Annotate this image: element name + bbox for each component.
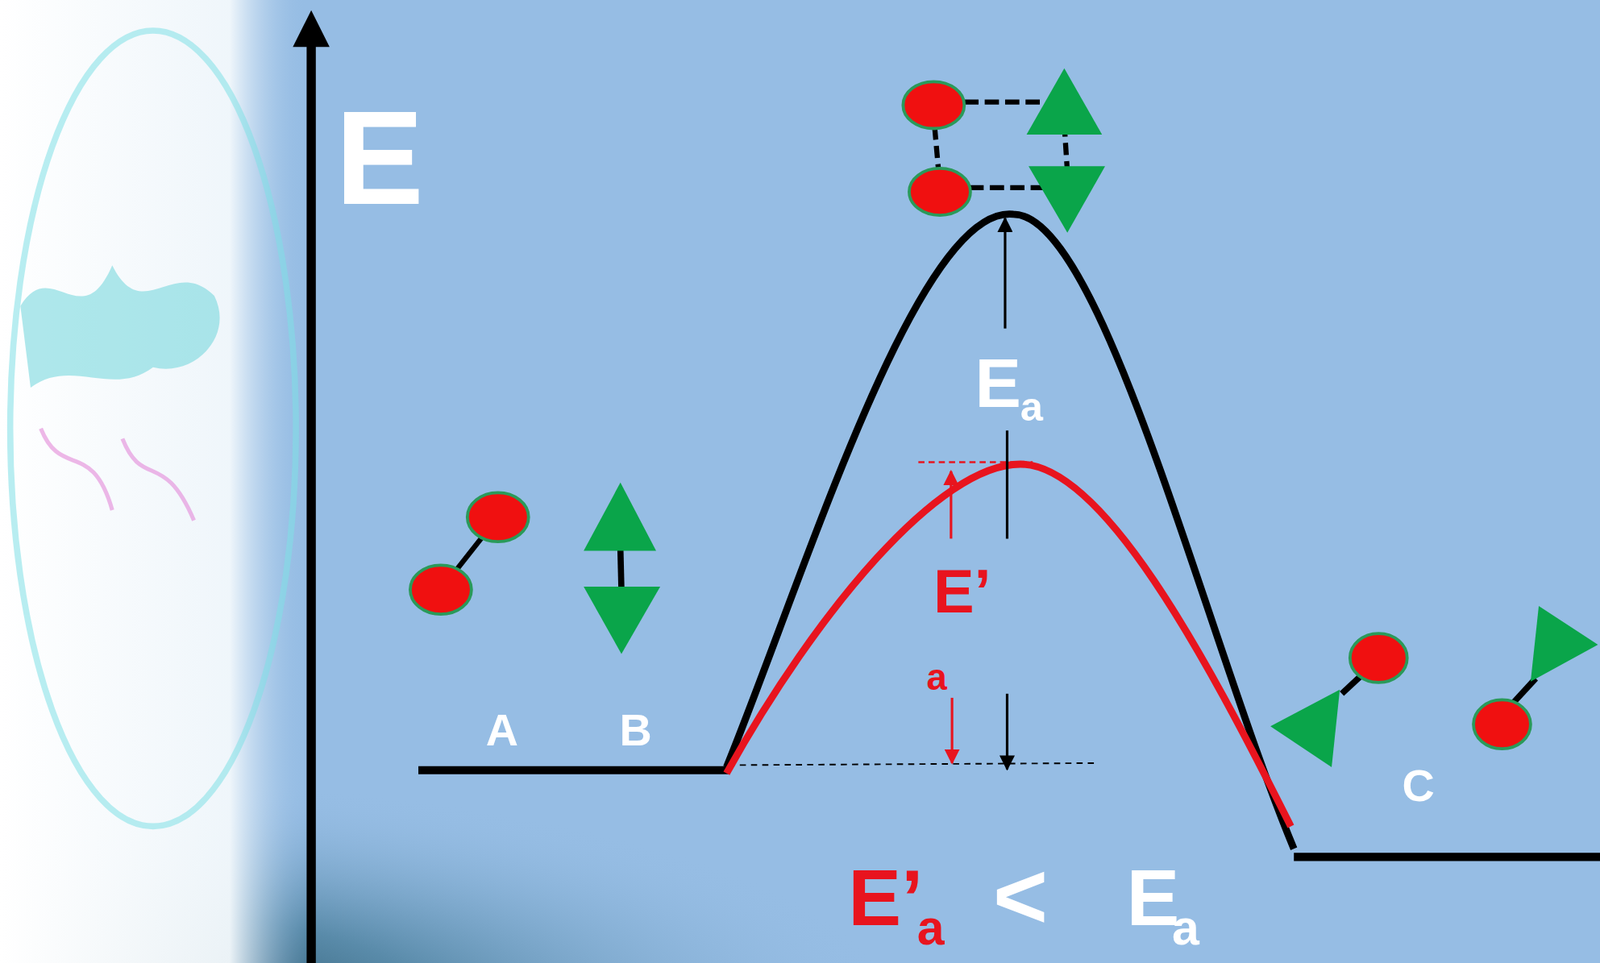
left-panel [0,0,307,963]
ea-cat-arrow-down [951,698,954,764]
reactant-label: A [486,708,519,754]
comparison-symbol: E [1126,858,1181,939]
ea-cat-arrow-up [949,471,952,540]
reactant-label: B [619,708,653,754]
transition-complex [902,68,1106,233]
comparison-subscript: a [1171,904,1200,954]
ea-line [1005,430,1009,539]
ea-subscript: a [1020,386,1044,428]
ea-arrow-up [1003,218,1006,329]
faded-protein [10,30,296,827]
ea-arrow-down [1005,694,1009,770]
baseline-dash [728,763,1098,766]
ea-symbol: E [974,348,1021,418]
product-label: C [1402,763,1435,809]
catalysed-curve [726,464,1291,827]
comparison-symbol: E’ [847,858,923,939]
ea-cat-subscript: a [926,659,947,697]
axis-label: E [335,91,424,225]
energy-axis [306,41,316,963]
reactant-level [418,766,729,775]
catalysed-peak-dash [918,461,1033,464]
ea-cat-symbol: E’ [933,561,992,623]
molecule-b [583,482,661,655]
molecule-a [410,492,529,615]
uncatalysed-curve [726,214,1294,850]
product-level [1293,852,1600,861]
comparison-subscript: a [917,904,945,954]
comparison-sign: < [993,848,1048,943]
product-molecules [1270,606,1598,768]
axis-arrowhead [292,10,330,48]
